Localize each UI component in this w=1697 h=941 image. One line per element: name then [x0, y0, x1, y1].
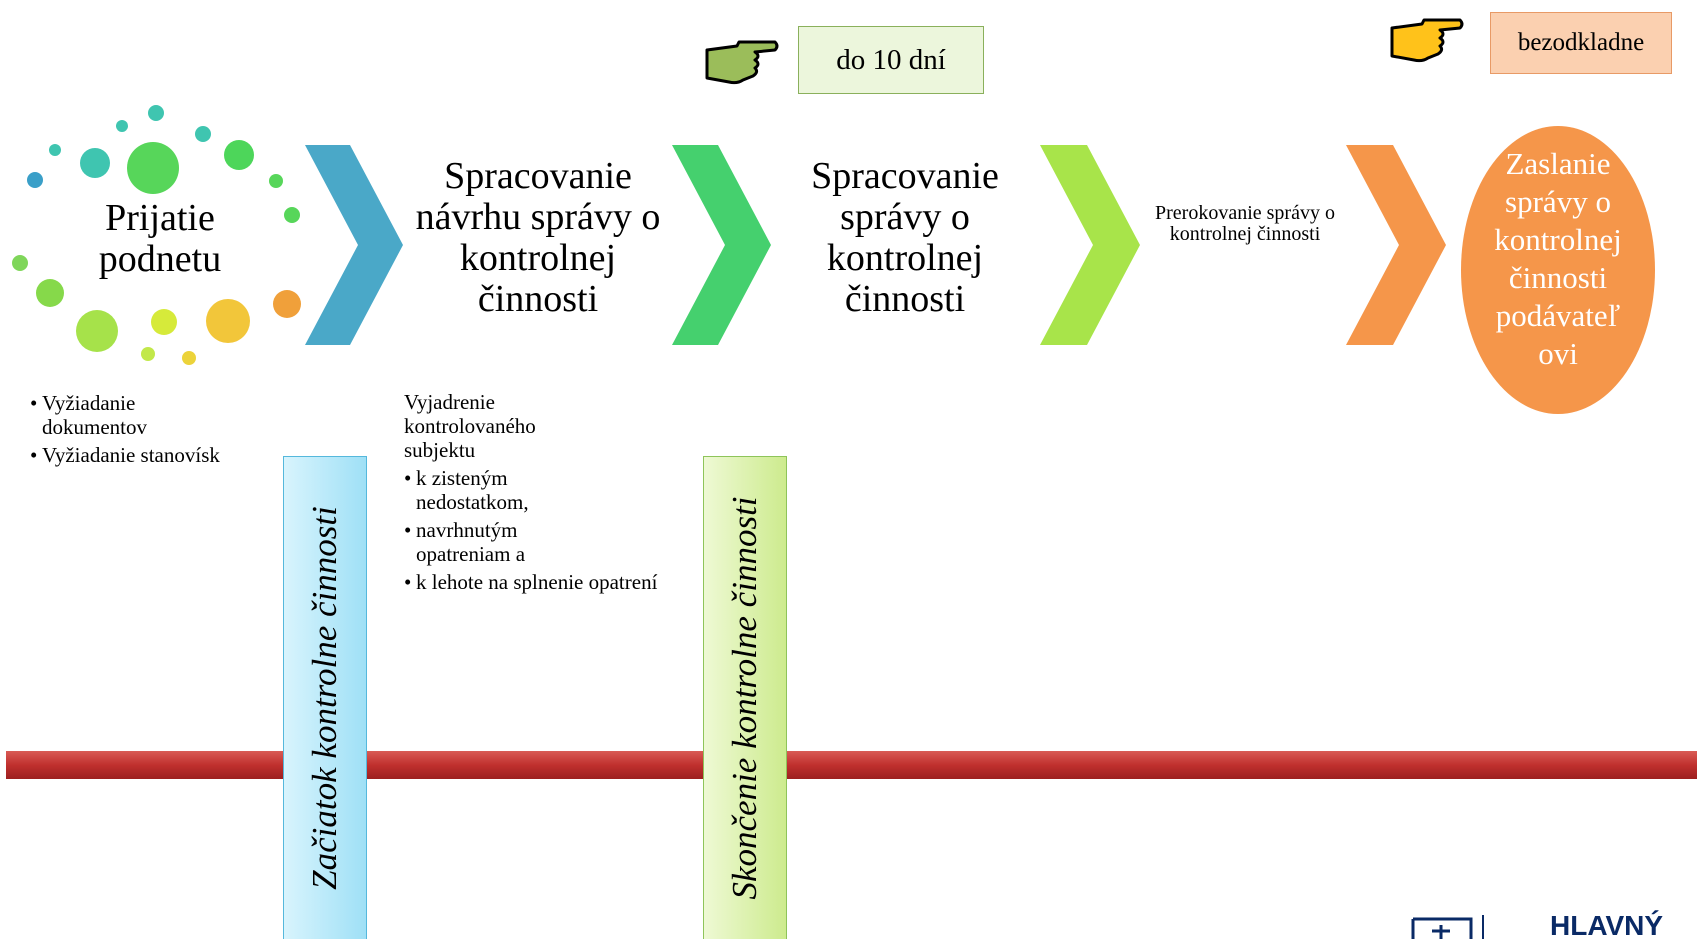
step-receipt: Prijatie podnetu: [75, 198, 245, 280]
immediate-callout-text: bezodkladne: [1517, 29, 1645, 56]
step-draft-report-label: Spracovanie návrhu správy o kontrolnej č…: [415, 155, 661, 320]
step-send-report-line: činnosti: [1508, 260, 1608, 295]
note-item: k lehote na splnenie opatrení: [404, 570, 674, 594]
note-intro: Vyjadrenie kontrolovaného subjektu: [404, 390, 536, 462]
deadline-callout: do 10 dní: [798, 26, 984, 94]
notes-step-receipt: Vyžiadanie dokumentov Vyžiadanie stanoví…: [30, 391, 300, 467]
step-send-report-line: kontrolnej: [1494, 222, 1622, 257]
milestone-end-bar: Skončenie kontrolne činnosti: [703, 456, 787, 939]
step-send-report-line: Zaslanie: [1505, 146, 1611, 181]
milestone-start-bar: Začiatok kontrolne činnosti: [283, 456, 367, 939]
step-discussion: Prerokovanie správy o kontrolnej činnost…: [1138, 203, 1352, 245]
milestone-start-label: Začiatok kontrolne činnosti: [305, 506, 344, 890]
note-item: Vyžiadanie stanovísk: [30, 443, 300, 467]
logo-emblem-icon: [1411, 915, 1484, 939]
chevron-4: [1346, 145, 1446, 345]
step-send-report-line: ovi: [1538, 336, 1578, 371]
timeline-bar: [6, 751, 1697, 779]
step-send-report-line: správy o: [1505, 184, 1611, 219]
step-send-report: Zaslanie správy o kontrolnej činnosti po…: [1461, 145, 1655, 373]
step-final-report-label: Spracovanie správy o kontrolnej činnosti: [811, 155, 999, 320]
final-step-oval: [1461, 126, 1655, 414]
deadline-callout-text: do 10 dní: [836, 43, 946, 76]
milestone-end-label: Skončenie kontrolne činnosti: [725, 496, 764, 900]
chevron-3: [1040, 145, 1140, 345]
step-send-report-line: podávateľ: [1495, 298, 1621, 333]
note-item: k zisteným nedostatkom,: [404, 466, 566, 514]
step-receipt-label: Prijatie podnetu: [98, 197, 222, 280]
notes-step-draft: Vyjadrenie kontrolovaného subjektu k zis…: [404, 390, 674, 594]
logo-text: HLAVNÝ: [1550, 910, 1664, 941]
pointing-hand-icon-orange: [1390, 18, 1464, 63]
step-draft-report: Spracovanie návrhu správy o kontrolnej č…: [410, 156, 666, 320]
note-item: Vyžiadanie dokumentov: [30, 391, 192, 439]
note-item: navrhnutým opatreniam a: [404, 518, 576, 566]
dot-ring: [12, 105, 301, 365]
step-final-report: Spracovanie správy o kontrolnej činnosti: [790, 156, 1020, 320]
immediate-callout: bezodkladne: [1490, 12, 1672, 74]
chevron-1: [305, 145, 403, 345]
step-discussion-label: Prerokovanie správy o kontrolnej činnost…: [1155, 202, 1335, 245]
chevron-2: [672, 145, 771, 345]
pointing-hand-icon-green: [705, 40, 779, 85]
